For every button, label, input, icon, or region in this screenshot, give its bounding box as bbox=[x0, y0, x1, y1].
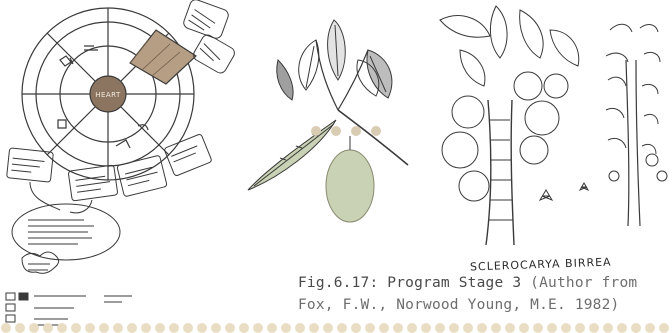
decorative-dot bbox=[225, 323, 235, 333]
decorative-dot bbox=[393, 323, 403, 333]
decorative-dot bbox=[323, 323, 333, 333]
decorative-dot bbox=[575, 323, 585, 333]
decorative-dot bbox=[281, 323, 291, 333]
decorative-dot bbox=[435, 323, 445, 333]
decorative-dot bbox=[85, 323, 95, 333]
diagram-center-label: HEART bbox=[95, 91, 121, 99]
decorative-dot bbox=[561, 323, 571, 333]
decorative-dot bbox=[15, 323, 25, 333]
decorative-dot bbox=[463, 323, 473, 333]
decorative-dot bbox=[29, 323, 39, 333]
highlighted-segment bbox=[130, 30, 196, 84]
decorative-dot bbox=[141, 323, 151, 333]
decorative-dot bbox=[659, 323, 669, 333]
tree-botanical-sketch: SCLEROCARYA BIRREA bbox=[430, 0, 672, 245]
decorative-dot bbox=[309, 323, 319, 333]
decorative-dot bbox=[211, 323, 221, 333]
decorative-dot bbox=[155, 323, 165, 333]
decorative-dot bbox=[267, 323, 277, 333]
species-label-overlay: SCLEROCARYA BIRREA bbox=[470, 256, 612, 274]
decorative-dot bbox=[645, 323, 655, 333]
decorative-dot bbox=[253, 323, 263, 333]
decorative-dot bbox=[99, 323, 109, 333]
decorative-dot bbox=[71, 323, 81, 333]
decorative-dot bbox=[127, 323, 137, 333]
decorative-dot bbox=[197, 323, 207, 333]
decorative-dot bbox=[351, 323, 361, 333]
decorative-dot bbox=[365, 323, 375, 333]
figure-caption: Fig.6.17: Program Stage 3 (Author from F… bbox=[298, 272, 670, 316]
decorative-dot bbox=[183, 323, 193, 333]
decorative-dot bbox=[491, 323, 501, 333]
species-label-text: SCLEROCARYA BIRREA bbox=[470, 256, 612, 274]
decorative-dot bbox=[295, 323, 305, 333]
decorative-dot bbox=[113, 323, 123, 333]
decorative-dot bbox=[449, 323, 459, 333]
fruit-branch-sketch bbox=[238, 0, 430, 245]
fruit-shape bbox=[326, 150, 374, 222]
decorative-dot bbox=[1, 323, 11, 333]
decorative-dot bbox=[617, 323, 627, 333]
decorative-dot bbox=[477, 323, 487, 333]
decorative-dot bbox=[407, 323, 417, 333]
decorative-dot bbox=[533, 323, 543, 333]
decorative-dot bbox=[631, 323, 641, 333]
decorative-dot bbox=[519, 323, 529, 333]
decorative-dot bbox=[169, 323, 179, 333]
decorative-dot bbox=[43, 323, 53, 333]
decorative-dot bbox=[547, 323, 557, 333]
decorative-dot bbox=[57, 323, 67, 333]
decorative-dot bbox=[379, 323, 389, 333]
program-diagram-sketch: HEART bbox=[0, 0, 238, 333]
decorative-dot bbox=[239, 323, 249, 333]
decorative-dot bbox=[505, 323, 515, 333]
decorative-dot bbox=[589, 323, 599, 333]
caption-lead: Fig.6.17: Program Stage 3 bbox=[298, 275, 521, 291]
decorative-dot bbox=[603, 323, 613, 333]
decorative-dot-band bbox=[0, 319, 672, 333]
decorative-dot bbox=[337, 323, 347, 333]
decorative-dot bbox=[421, 323, 431, 333]
